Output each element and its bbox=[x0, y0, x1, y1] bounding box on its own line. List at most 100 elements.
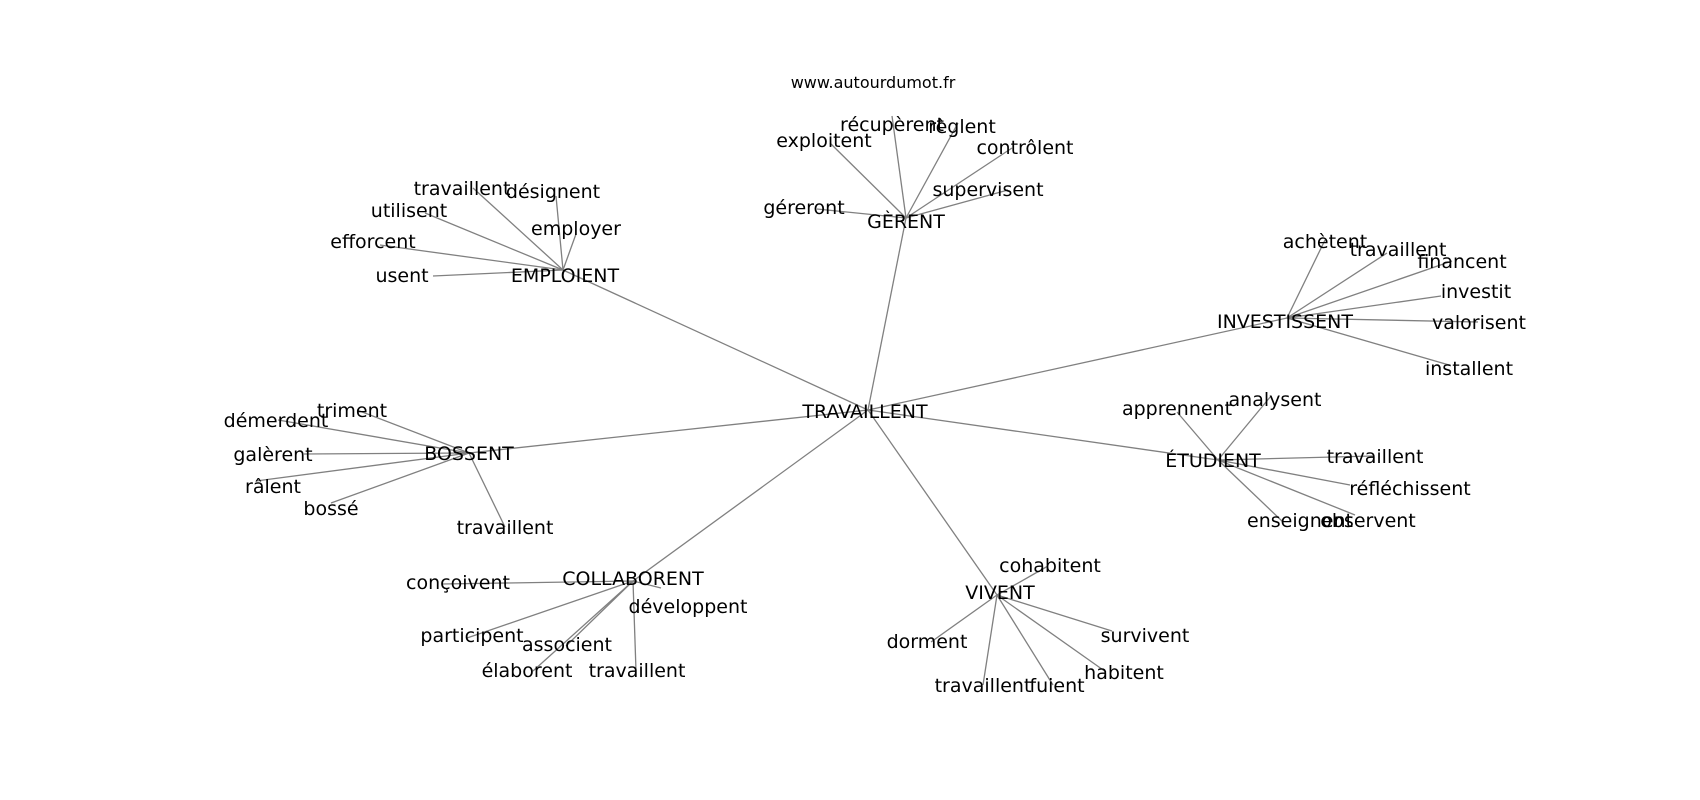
word-node: installent bbox=[1425, 358, 1513, 380]
word-node: dorment bbox=[887, 631, 968, 653]
edge-etudient-word bbox=[1176, 411, 1219, 461]
edge-etudient-word bbox=[1217, 455, 1374, 461]
edge-vivent-word bbox=[996, 594, 1113, 632]
word-node: travaillent bbox=[457, 517, 554, 539]
word-node: associent bbox=[522, 634, 612, 656]
edge-center-gerent bbox=[867, 217, 907, 411]
word-node: bossé bbox=[303, 498, 358, 520]
edge-emploient-word bbox=[472, 187, 564, 271]
word-node: récupèrent bbox=[840, 114, 944, 136]
edge-collaborent-word bbox=[632, 580, 637, 672]
word-node: financent bbox=[1417, 251, 1506, 273]
edge-bossent-word bbox=[356, 409, 470, 454]
word-node: cohabitent bbox=[999, 555, 1101, 577]
edge-center-vivent bbox=[867, 409, 998, 596]
word-node: analysent bbox=[1229, 389, 1322, 411]
edge-bossent-word bbox=[330, 452, 470, 504]
edge-gerent-word bbox=[905, 147, 1013, 219]
cluster-node-collaborent: COLLABORENT bbox=[562, 568, 704, 590]
edge-etudient-word bbox=[1217, 459, 1356, 516]
edge-bossent-word bbox=[468, 452, 506, 528]
word-node: achètent bbox=[1283, 231, 1367, 253]
word-node: employer bbox=[531, 218, 621, 240]
graph-labels: www.autourdumot.fr TRAVAILLENT GÈRENT récu… bbox=[224, 73, 1526, 697]
edge-bossent-word bbox=[277, 419, 470, 454]
word-node: usent bbox=[375, 265, 428, 287]
word-node: géreront bbox=[763, 197, 844, 219]
word-node: réfléchissent bbox=[1349, 478, 1471, 500]
edge-collaborent-word bbox=[441, 580, 634, 585]
edge-emploient-word bbox=[562, 233, 577, 271]
edge-collaborent-word bbox=[632, 580, 662, 589]
edge-bossent-word bbox=[255, 452, 470, 482]
word-node: travaillent bbox=[1350, 239, 1447, 261]
word-node: exploitent bbox=[776, 130, 871, 152]
cluster-node-etudient: ÉTUDIENT bbox=[1165, 449, 1261, 472]
word-node: apprennent bbox=[1122, 398, 1232, 420]
word-node: valorisent bbox=[1432, 312, 1526, 334]
cluster-node-investissent: INVESTISSENT bbox=[1217, 311, 1353, 333]
word-node: travaillent bbox=[935, 675, 1032, 697]
edge-etudient-word bbox=[1217, 459, 1351, 486]
edge-center-collaborent bbox=[632, 409, 869, 582]
edge-emploient-word bbox=[379, 244, 564, 271]
edge-etudient-word bbox=[1217, 459, 1284, 523]
word-node: enseignent bbox=[1247, 510, 1353, 532]
cluster-node-emploient: EMPLOIENT bbox=[511, 265, 620, 287]
word-node: observent bbox=[1320, 510, 1416, 532]
cluster-node-gerent: GÈRENT bbox=[867, 210, 945, 233]
edge-gerent-word bbox=[905, 189, 1009, 219]
edge-vivent-word bbox=[996, 594, 1107, 673]
cluster-node-vivent: VIVENT bbox=[965, 582, 1035, 604]
word-node: fuient bbox=[1029, 675, 1084, 697]
word-node: supervisent bbox=[932, 179, 1043, 201]
edge-center-emploient bbox=[562, 269, 869, 411]
cluster-node-bossent: BOSSENT bbox=[424, 443, 514, 465]
edge-gerent-word bbox=[891, 115, 907, 219]
edge-center-investissent bbox=[867, 317, 1288, 411]
edge-investissent-word bbox=[1286, 252, 1388, 319]
edge-center-etudient bbox=[867, 409, 1219, 461]
edge-emploient-word bbox=[555, 195, 564, 271]
center-node: TRAVAILLENT bbox=[801, 401, 928, 423]
word-node: galèrent bbox=[233, 444, 312, 466]
word-node: efforcent bbox=[330, 231, 415, 253]
word-node: triment bbox=[317, 400, 387, 422]
edge-center-bossent bbox=[468, 409, 869, 454]
word-node: travaillent bbox=[589, 660, 686, 682]
word-node: utilisent bbox=[371, 200, 447, 222]
word-node: règlent bbox=[928, 116, 996, 138]
edge-investissent-word bbox=[1286, 295, 1442, 319]
word-node: survivent bbox=[1101, 625, 1190, 647]
word-node: désignent bbox=[506, 181, 600, 203]
edge-investissent-word bbox=[1286, 239, 1326, 319]
edge-gerent-word bbox=[829, 142, 907, 219]
edge-bossent-word bbox=[303, 452, 470, 455]
word-node: démerdent bbox=[224, 410, 329, 432]
edge-collaborent-word bbox=[466, 580, 634, 639]
edge-collaborent-word bbox=[532, 580, 634, 672]
word-node: habitent bbox=[1084, 662, 1164, 684]
word-node: conçoivent bbox=[406, 572, 510, 594]
word-node: travaillent bbox=[414, 178, 511, 200]
edge-emploient-word bbox=[424, 212, 564, 271]
word-node: développent bbox=[629, 596, 748, 618]
edge-investissent-word bbox=[1286, 317, 1479, 323]
website-watermark: www.autourdumot.fr bbox=[791, 73, 956, 92]
edge-etudient-word bbox=[1217, 395, 1272, 461]
word-node: râlent bbox=[245, 476, 301, 498]
word-node: participent bbox=[420, 625, 523, 647]
edge-vivent-word bbox=[996, 594, 1054, 686]
edge-vivent-word bbox=[982, 594, 998, 686]
edge-gerent-word bbox=[905, 122, 959, 219]
edge-emploient-word bbox=[432, 269, 564, 277]
word-node: investit bbox=[1441, 281, 1511, 303]
edge-vivent-word bbox=[996, 565, 1049, 596]
edge-vivent-word bbox=[930, 594, 998, 643]
edge-investissent-word bbox=[1286, 317, 1450, 366]
word-node: contrôlent bbox=[976, 137, 1073, 159]
graph-edges bbox=[255, 115, 1479, 686]
word-node: travaillent bbox=[1327, 446, 1424, 468]
edge-gerent-word bbox=[816, 208, 907, 219]
